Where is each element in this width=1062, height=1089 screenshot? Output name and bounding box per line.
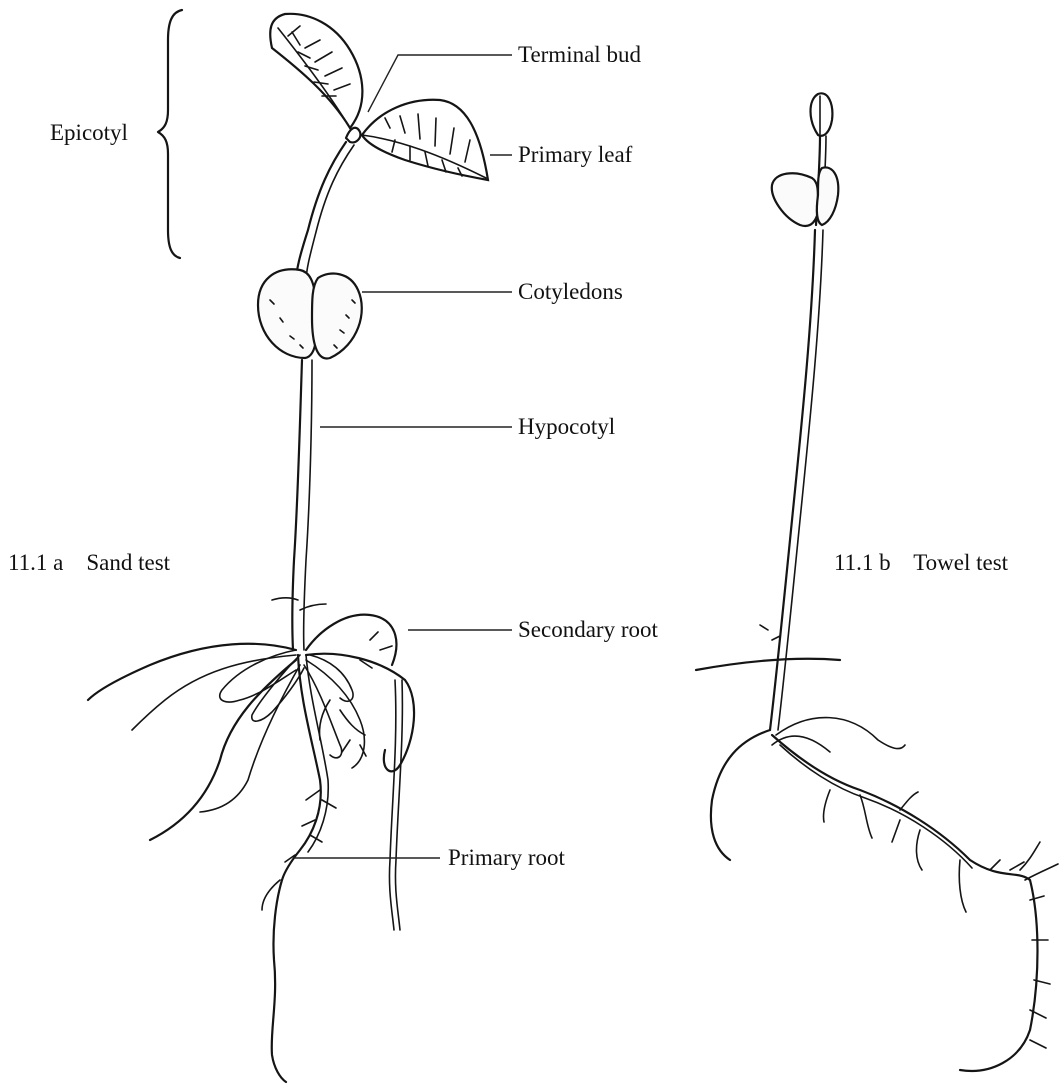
caption-sand-test: 11.1 a Sand test bbox=[8, 550, 171, 575]
terminal-bud bbox=[346, 128, 360, 143]
label-epicotyl: Epicotyl bbox=[50, 120, 128, 145]
left-primary-leaf bbox=[270, 14, 362, 128]
epicotyl-brace bbox=[158, 10, 182, 258]
primary-root bbox=[272, 655, 321, 1082]
cotyledons bbox=[258, 269, 362, 358]
label-primary-root: Primary root bbox=[448, 845, 566, 870]
label-primary-leaf: Primary leaf bbox=[518, 142, 633, 167]
primary-leaves bbox=[270, 14, 488, 180]
towel-test-seedling bbox=[696, 93, 1058, 1071]
label-secondary-root: Secondary root bbox=[518, 617, 658, 642]
caption-towel-test: 11.1 b Towel test bbox=[834, 550, 1009, 575]
hypocotyl-stem bbox=[292, 360, 302, 650]
right-primary-leaf bbox=[362, 100, 488, 180]
secondary-roots bbox=[88, 598, 414, 840]
label-terminal-bud: Terminal bud bbox=[518, 42, 641, 67]
label-hypocotyl: Hypocotyl bbox=[518, 414, 615, 439]
label-cotyledons: Cotyledons bbox=[518, 279, 623, 304]
sand-test-seedling bbox=[88, 14, 488, 1082]
